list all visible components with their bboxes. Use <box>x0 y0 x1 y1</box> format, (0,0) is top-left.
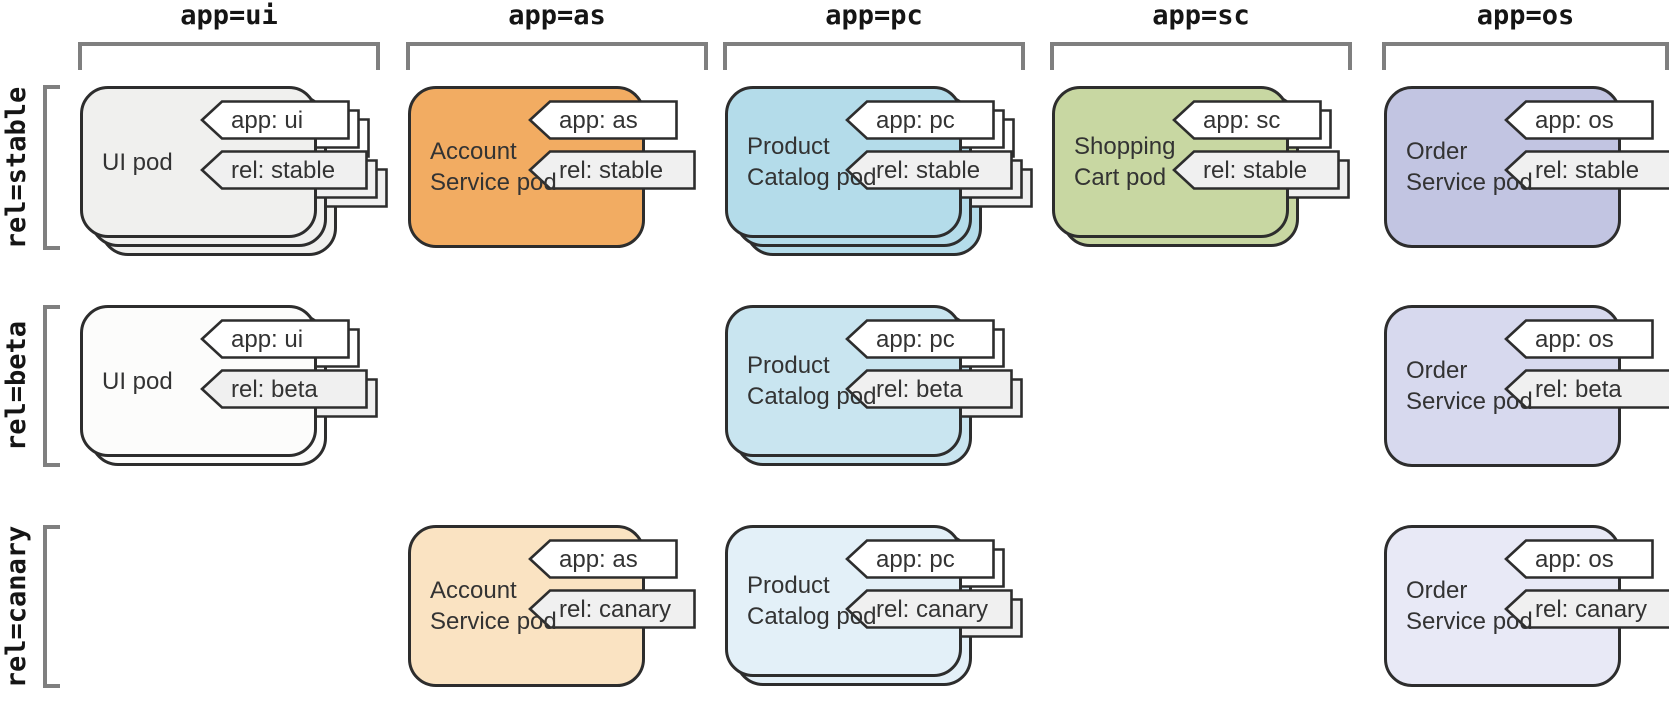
rel-label-tag: rel: stable <box>845 150 1013 190</box>
pod-name: Account Service pod <box>430 138 557 196</box>
tag-shape <box>528 539 678 579</box>
app-label-text: app: as <box>559 546 638 573</box>
rel-label-tag: rel: canary <box>1504 589 1669 629</box>
rel-label-text: rel: stable <box>1203 157 1307 184</box>
rel-label-text: rel: stable <box>559 157 663 184</box>
column-bracket-sc <box>1050 42 1352 70</box>
row-bracket-beta <box>43 305 60 467</box>
tag-shape <box>1504 539 1654 579</box>
tag-shape <box>1504 100 1654 140</box>
app-label-text: app: sc <box>1203 107 1280 134</box>
column-bracket-os <box>1382 42 1669 70</box>
app-label-text: app: os <box>1535 546 1614 573</box>
app-label-tag: app: pc <box>845 539 995 579</box>
row-bracket-canary <box>43 525 60 688</box>
tag-shape <box>845 150 1013 190</box>
tag-shape <box>1504 589 1669 629</box>
app-label-text: app: ui <box>231 326 303 353</box>
rel-label-tag: rel: beta <box>1504 369 1669 409</box>
app-label-text: app: pc <box>876 326 955 353</box>
column-bracket-ui <box>78 42 380 70</box>
pod-name: Order Service pod <box>1406 138 1533 196</box>
row-label-beta: rel=beta <box>0 320 32 452</box>
app-label-tag: app: pc <box>845 319 995 359</box>
tag-shape <box>1504 319 1654 359</box>
pod-name: Product Catalog pod <box>747 572 877 630</box>
tag-shape <box>845 589 1013 629</box>
app-label-text: app: ui <box>231 107 303 134</box>
pod-name: Order Service pod <box>1406 357 1533 415</box>
rel-label-tag: rel: stable <box>200 150 368 190</box>
tag-shape <box>1172 150 1340 190</box>
app-label-tag: app: as <box>528 539 678 579</box>
tag-shape <box>845 100 995 140</box>
tag-shape <box>528 100 678 140</box>
tag-shape <box>845 369 1013 409</box>
app-label-text: app: pc <box>876 107 955 134</box>
rel-label-text: rel: beta <box>1535 376 1622 403</box>
row-label-canary: rel=canary <box>0 525 32 688</box>
app-label-text: app: os <box>1535 326 1614 353</box>
app-label-tag: app: os <box>1504 100 1654 140</box>
tag-shape <box>845 319 995 359</box>
pod-name: Account Service pod <box>430 577 557 635</box>
rel-label-text: rel: canary <box>1535 596 1647 623</box>
app-label-tag: app: sc <box>1172 100 1322 140</box>
pod-name: Order Service pod <box>1406 577 1533 635</box>
app-label-tag: app: as <box>528 100 678 140</box>
rel-label-text: rel: beta <box>231 376 318 403</box>
column-header-ui: app=ui <box>180 0 278 31</box>
pod-name: UI pod <box>102 367 173 395</box>
column-header-os: app=os <box>1476 0 1575 31</box>
column-header-as: app=as <box>508 0 606 31</box>
tag-shape <box>200 319 350 359</box>
pod-name: UI pod <box>102 148 173 176</box>
column-bracket-pc <box>723 42 1025 70</box>
rel-label-tag: rel: stable <box>528 150 696 190</box>
rel-label-tag: rel: canary <box>528 589 696 629</box>
rel-label-tag: rel: beta <box>200 369 368 409</box>
tag-shape <box>200 369 368 409</box>
tag-shape <box>1504 150 1669 190</box>
rel-label-text: rel: stable <box>1535 157 1639 184</box>
pod-name: Shopping Cart pod <box>1074 133 1176 191</box>
row-bracket-stable <box>43 85 60 250</box>
pod-name: Product Catalog pod <box>747 352 877 410</box>
pod-name: Product Catalog pod <box>747 133 877 191</box>
rel-label-tag: rel: stable <box>1504 150 1669 190</box>
app-label-tag: app: os <box>1504 319 1654 359</box>
app-label-tag: app: pc <box>845 100 995 140</box>
app-label-text: app: os <box>1535 107 1614 134</box>
tag-shape <box>1504 369 1669 409</box>
rel-label-text: rel: stable <box>231 157 335 184</box>
rel-label-text: rel: stable <box>876 157 980 184</box>
rel-label-text: rel: beta <box>876 376 963 403</box>
app-label-tag: app: ui <box>200 319 350 359</box>
app-label-text: app: pc <box>876 546 955 573</box>
tag-shape <box>200 100 350 140</box>
app-label-tag: app: os <box>1504 539 1654 579</box>
tag-shape <box>528 589 696 629</box>
app-label-text: app: as <box>559 107 638 134</box>
rel-label-text: rel: canary <box>876 596 988 623</box>
column-header-sc: app=sc <box>1152 0 1250 31</box>
tag-shape <box>845 539 995 579</box>
rel-label-tag: rel: beta <box>845 369 1013 409</box>
rel-label-tag: rel: stable <box>1172 150 1340 190</box>
tag-shape <box>200 150 368 190</box>
row-label-stable: rel=stable <box>0 86 32 249</box>
rel-label-text: rel: canary <box>559 596 671 623</box>
tag-shape <box>528 150 696 190</box>
tag-shape <box>1172 100 1322 140</box>
rel-label-tag: rel: canary <box>845 589 1013 629</box>
column-bracket-as <box>406 42 708 70</box>
app-label-tag: app: ui <box>200 100 350 140</box>
column-header-pc: app=pc <box>825 0 923 31</box>
